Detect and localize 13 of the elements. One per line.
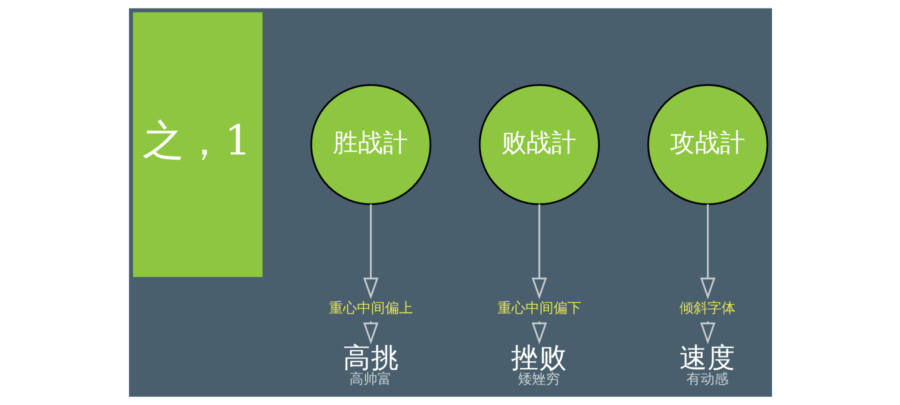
node-circle: 败战計: [478, 84, 600, 206]
arrow: [362, 204, 378, 300]
node-text: 重心中间偏上: [328, 300, 413, 317]
arrow: [531, 204, 546, 300]
node-text: 挫败 矮矬穷: [510, 342, 567, 388]
node-circle: 胜战計: [310, 84, 431, 206]
node-text: 高挑 高帅富: [342, 342, 398, 388]
node-text: 速度 有动感: [679, 342, 736, 388]
node-box: 之，1: [132, 12, 262, 277]
arrow: [700, 204, 715, 300]
node-text: 重心中间偏下: [496, 300, 581, 317]
node-text: 倾斜字体: [679, 300, 736, 317]
node-circle: 攻战計: [646, 84, 768, 206]
